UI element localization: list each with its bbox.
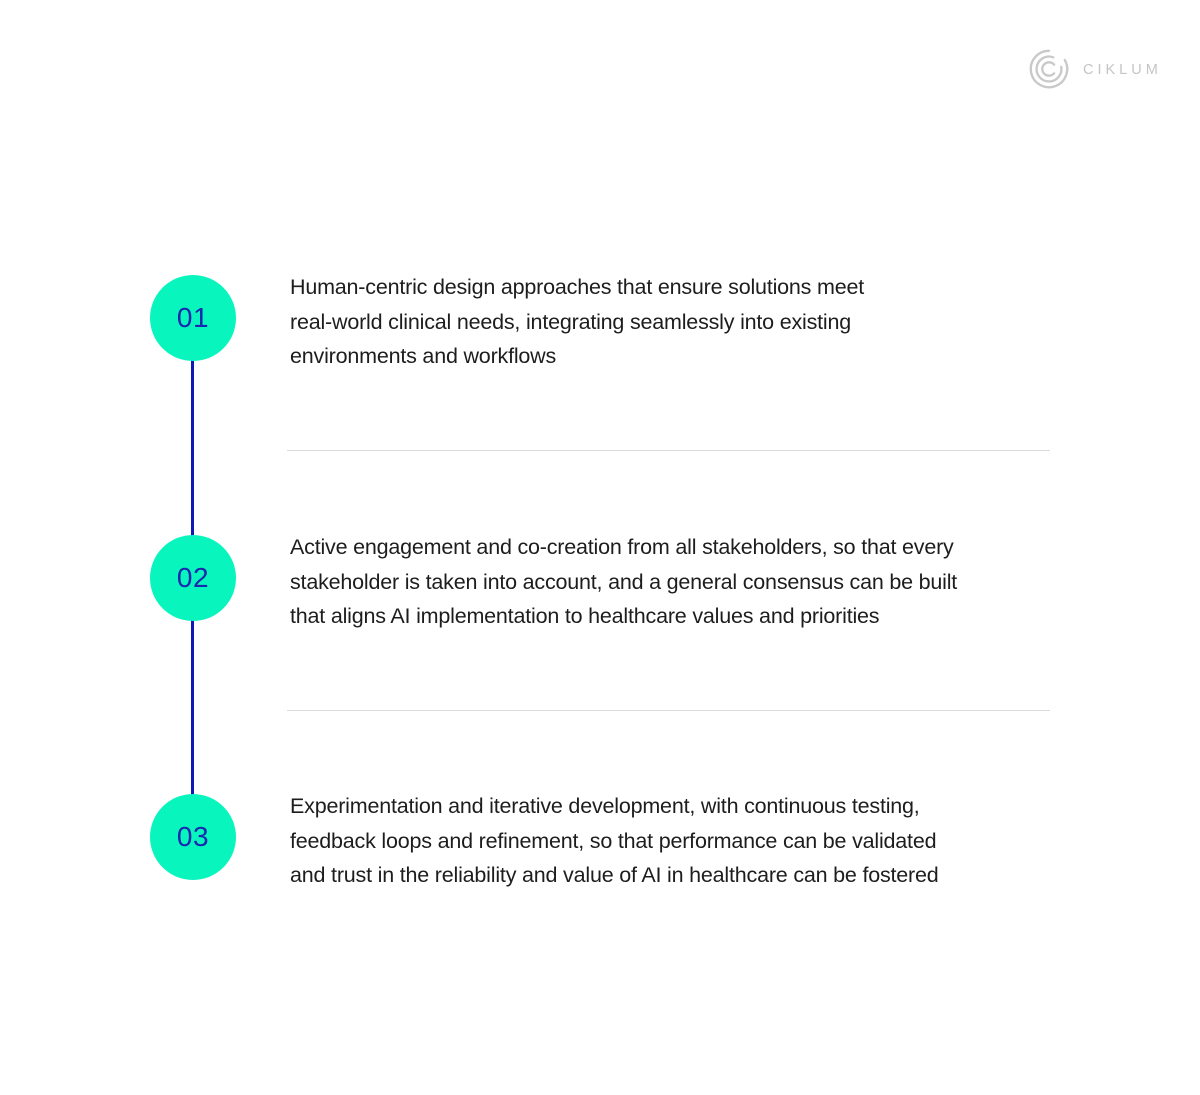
step-number: 03 <box>176 821 210 852</box>
divider <box>287 710 1050 711</box>
step-text-line: and trust in the reliability and value o… <box>290 863 939 888</box>
step-text-line: Experimentation and iterative developmen… <box>290 794 920 818</box>
brand-name: CIKLUM <box>1083 61 1162 78</box>
step-badge-01: 01 <box>150 275 236 361</box>
step-text-line: Human-centric design approaches that ens… <box>290 275 865 299</box>
step-number: 02 <box>176 562 210 593</box>
step-text-line: feedback loops and refinement, so that p… <box>290 828 937 853</box>
ciklum-logo-icon <box>1029 49 1069 89</box>
brand-logo: CIKLUM <box>1026 44 1162 94</box>
step-text-line: that aligns AI implementation to healthc… <box>290 604 880 629</box>
step-description-03: Experimentation and iterative developmen… <box>290 789 1070 893</box>
step-badge-03: 03 <box>150 794 236 880</box>
step-description-01: Human-centric design approaches that ens… <box>290 270 1070 374</box>
step-text-line: environments and workflows <box>290 344 557 369</box>
step-text-line: real-world clinical needs, integrating s… <box>290 309 852 334</box>
step-text-line: stakeholder is taken into account, and a… <box>290 569 958 594</box>
divider <box>287 450 1050 451</box>
step-number: 01 <box>176 302 210 333</box>
step-description-02: Active engagement and co-creation from a… <box>290 530 1070 634</box>
step-badge-02: 02 <box>150 535 236 621</box>
step-text-line: Active engagement and co-creation from a… <box>290 535 954 559</box>
